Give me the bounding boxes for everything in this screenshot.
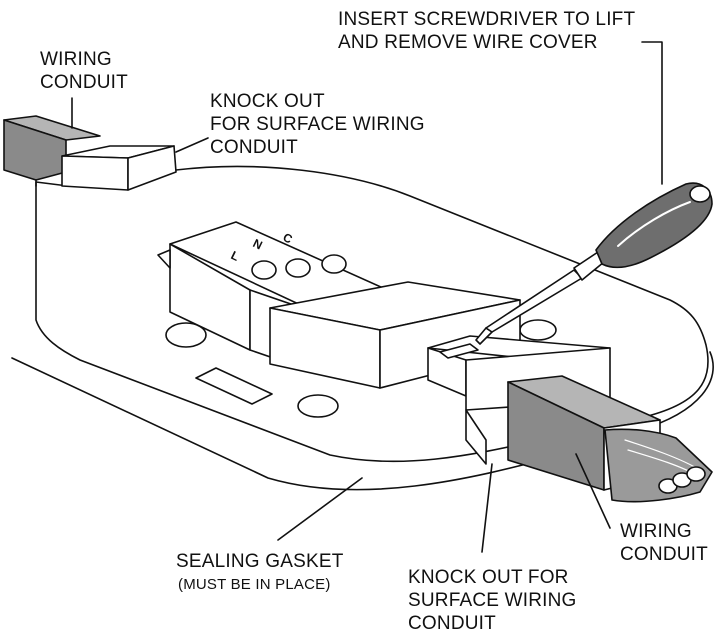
leader-line	[175, 137, 209, 153]
mounting-hole	[165, 322, 207, 348]
leader-line	[277, 477, 363, 541]
mounting-hole	[519, 319, 557, 341]
leader-line	[641, 41, 663, 185]
mounting-hole	[297, 394, 339, 418]
label-wiring-conduit-right: WIRING CONDUIT	[620, 521, 708, 565]
label-knockout-top: KNOCK OUT FOR SURFACE WIRING CONDUIT	[210, 91, 425, 158]
leader-line	[481, 463, 493, 553]
base-slot	[195, 367, 273, 405]
label-knockout-bottom: KNOCK OUT FOR SURFACE WIRING CONDUIT	[408, 567, 577, 634]
top-left-wiring-conduit	[3, 115, 101, 187]
screwdriver	[475, 182, 713, 345]
top-left-knockout	[61, 145, 177, 191]
label-sealing-gasket-note: (MUST BE IN PLACE)	[178, 576, 331, 593]
label-sealing-gasket: SEALING GASKET (MUST BE IN PLACE)	[176, 550, 344, 596]
label-screwdriver: INSERT SCREWDRIVER TO LIFT AND REMOVE WI…	[338, 9, 636, 53]
leader-line	[575, 453, 611, 529]
label-wiring-conduit-top: WIRING CONDUIT	[40, 49, 128, 93]
